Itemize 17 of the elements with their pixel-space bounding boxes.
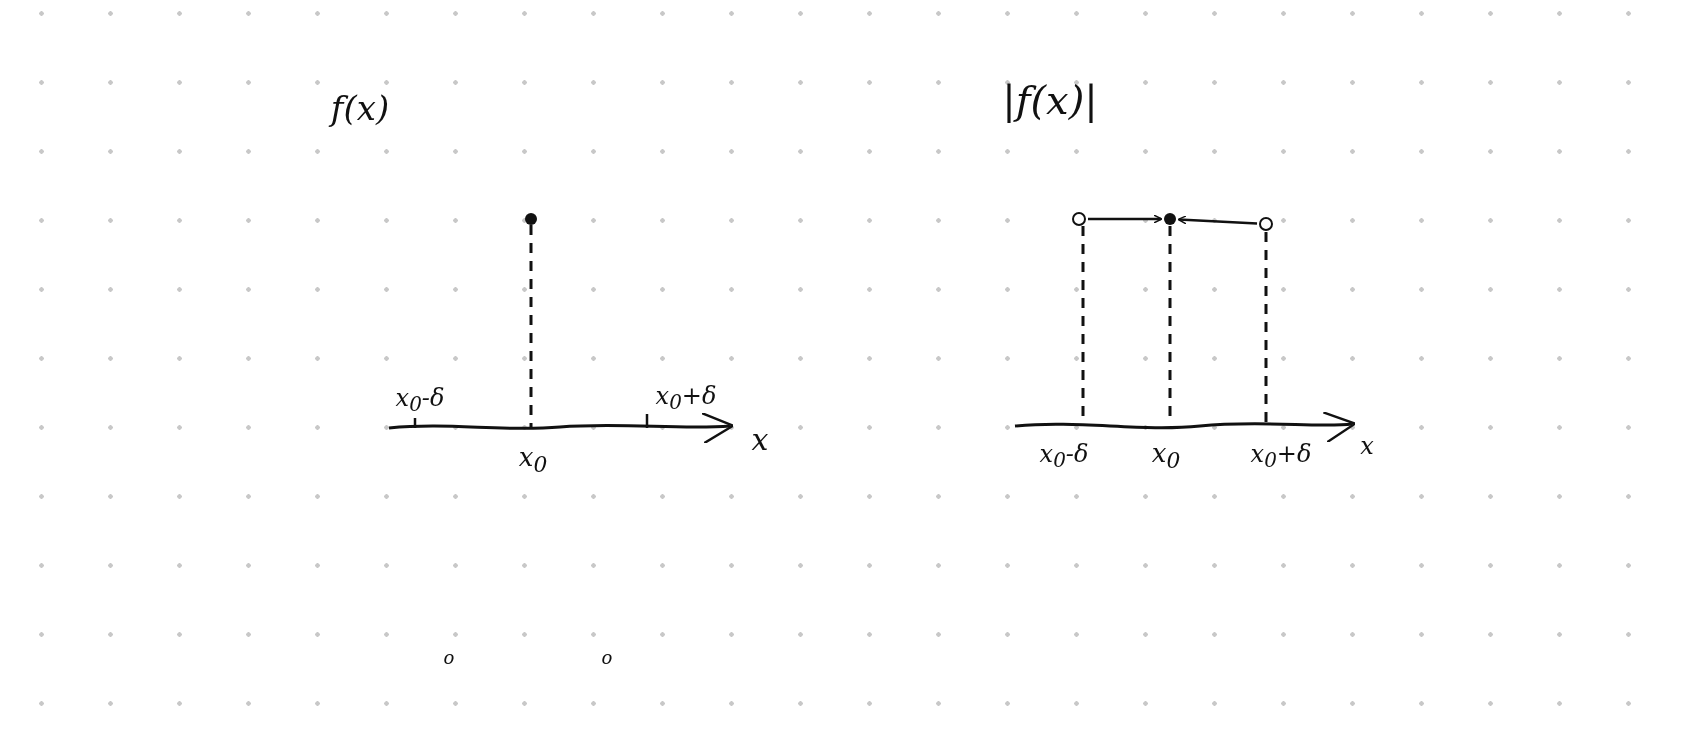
filled-dot [525,213,537,225]
axis-label: x$_{0}$-δ [395,385,445,415]
axis-label: x [751,425,769,455]
axis-label: x$_{0}$+δ [655,383,717,413]
open-circle [1072,212,1086,226]
axis-label: x$_{0}$ [518,444,548,476]
filled-dot [1164,213,1176,225]
arrow [1177,215,1258,225]
axis-label: x$_{0}$-δ [1039,441,1089,471]
stray-mark: o [443,649,455,667]
open-circle [1259,217,1273,231]
stray-mark: o [601,649,613,667]
function-label: f(x) [330,91,390,125]
axis-label: x$_{0}$+δ [1250,441,1312,471]
arrow [1088,214,1163,224]
axis-label: x$_{0}$ [1151,440,1181,472]
axis-label: x [1360,434,1374,458]
